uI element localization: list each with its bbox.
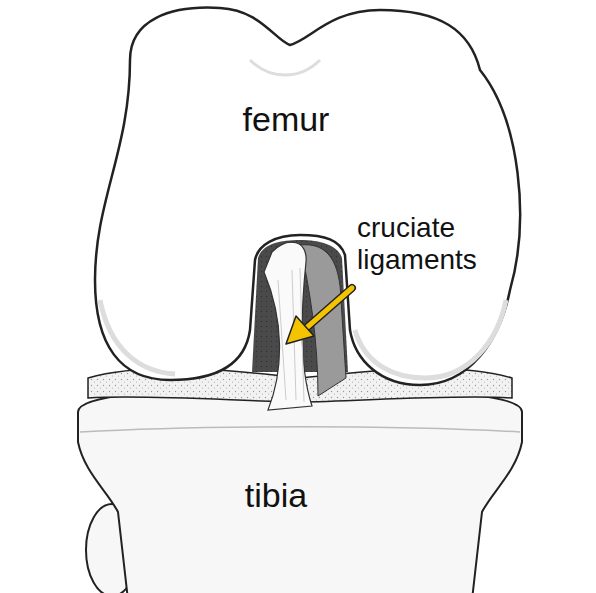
structure-label: cruciate ligaments (357, 212, 527, 276)
pointer-arrowhead (286, 316, 314, 344)
bone-label: tibia (176, 476, 376, 515)
femur-bone (95, 8, 520, 385)
femur-shade (250, 60, 320, 75)
posterior-cruciate-ligament (300, 245, 346, 396)
tibia-bone (78, 390, 522, 593)
pointer-arrow (304, 288, 352, 330)
pointer-arrow-outline (304, 288, 352, 330)
tibia-plateau-line (80, 427, 520, 432)
bone-label: femur (186, 100, 386, 139)
